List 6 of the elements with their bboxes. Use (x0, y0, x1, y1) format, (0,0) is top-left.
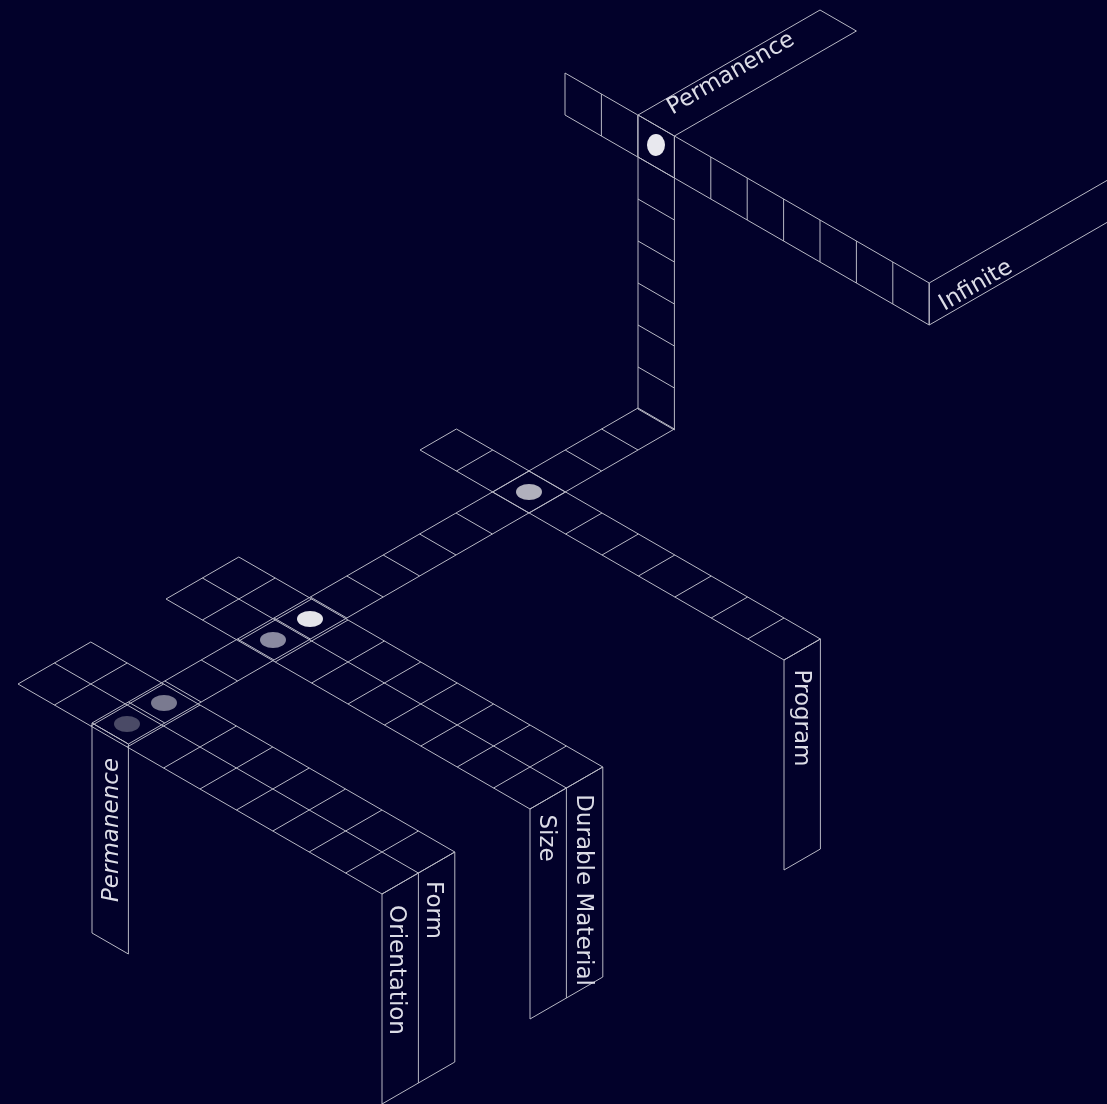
axis-label: Program (790, 669, 816, 767)
axis-label: Size (535, 814, 561, 862)
axis-label: Orientation (385, 905, 411, 1035)
axis-label: Permanence (97, 757, 123, 903)
axis-label: Durable Material (572, 794, 598, 986)
axis-label: Form (422, 881, 448, 939)
